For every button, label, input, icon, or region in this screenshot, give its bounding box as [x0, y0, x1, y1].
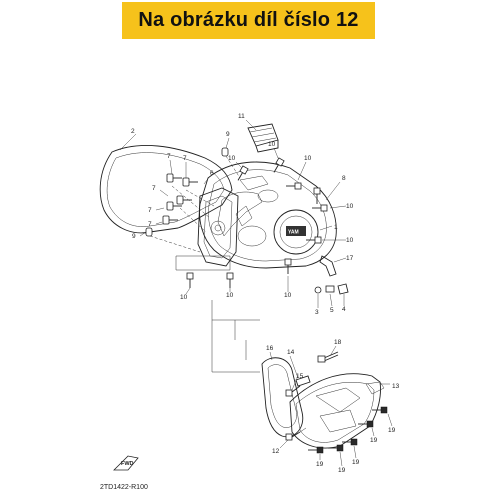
svg-text:YAM: YAM [288, 230, 299, 236]
part-number-banner: Na obrázku díl číslo 12 [122, 2, 375, 39]
inner-cover-part-6[interactable] [197, 187, 239, 267]
callout-6: 6 [210, 170, 214, 177]
callout-10: 10 [346, 237, 354, 244]
callout-2: 2 [131, 128, 135, 135]
callout-3: 3 [315, 309, 319, 316]
alignment-lines [149, 155, 260, 373]
callout-11: 11 [238, 113, 245, 120]
bolt-part-8[interactable] [313, 187, 321, 204]
callout-labels: 11 2 9 7 7 7 7 7 6 10 10 10 10 10 10 10 … [131, 113, 400, 474]
callout-19: 19 [352, 459, 360, 466]
callout-10: 10 [268, 141, 276, 148]
belt-part-16[interactable] [261, 357, 304, 438]
callout-7: 7 [183, 155, 187, 162]
bolts-part-19[interactable] [308, 406, 388, 454]
bolts-part-10[interactable] [186, 157, 328, 288]
callout-10: 10 [284, 292, 292, 299]
callout-10: 10 [304, 155, 312, 162]
breather-part-11[interactable] [247, 123, 279, 153]
banner-title: Na obrázku díl číslo 12 [138, 9, 359, 31]
fwd-label: FWD [121, 461, 134, 467]
callout-10: 10 [346, 203, 354, 210]
callout-7: 7 [152, 185, 156, 192]
callout-14: 14 [287, 349, 295, 356]
callout-9: 9 [132, 233, 136, 240]
screw-part-15[interactable] [285, 385, 301, 397]
callout-15: 15 [296, 373, 304, 380]
callout-4: 4 [342, 306, 346, 313]
callout-19: 19 [316, 461, 324, 468]
crankcase-cover-part-1[interactable]: YAM [199, 161, 337, 269]
callout-7: 7 [148, 207, 152, 214]
gasket-part-2[interactable] [99, 145, 233, 234]
dowel-pins-part-9[interactable] [145, 147, 229, 237]
callout-16: 16 [266, 345, 274, 352]
callout-10: 10 [228, 155, 236, 162]
callout-13: 13 [392, 383, 400, 390]
callout-10: 10 [226, 292, 234, 299]
bolt-part-12[interactable] [285, 427, 307, 441]
callout-12: 12 [272, 448, 280, 455]
callout-17: 17 [346, 255, 354, 262]
callout-9: 9 [226, 131, 230, 138]
callout-18: 18 [334, 339, 342, 346]
fwd-direction-icon: FWD [113, 455, 139, 471]
callout-8: 8 [342, 175, 346, 182]
clip-part-17[interactable] [319, 255, 337, 277]
leader-lines [119, 119, 393, 467]
guide-part-14[interactable] [295, 375, 311, 387]
callout-19: 19 [388, 427, 396, 434]
callout-1: 1 [334, 224, 338, 231]
callout-7: 7 [148, 221, 152, 228]
callout-7: 7 [167, 153, 171, 160]
callout-10: 10 [180, 294, 188, 301]
bolt-part-18[interactable] [317, 351, 339, 363]
callout-19: 19 [338, 467, 346, 474]
bolts-part-7[interactable] [162, 173, 198, 225]
lower-cover-part-13[interactable] [289, 373, 385, 449]
diagram-reference-code: 2TD1422-R100 [100, 484, 148, 491]
callout-5: 5 [330, 307, 334, 314]
callout-19: 19 [370, 437, 378, 444]
fittings-parts-3-4-5[interactable] [314, 283, 349, 295]
